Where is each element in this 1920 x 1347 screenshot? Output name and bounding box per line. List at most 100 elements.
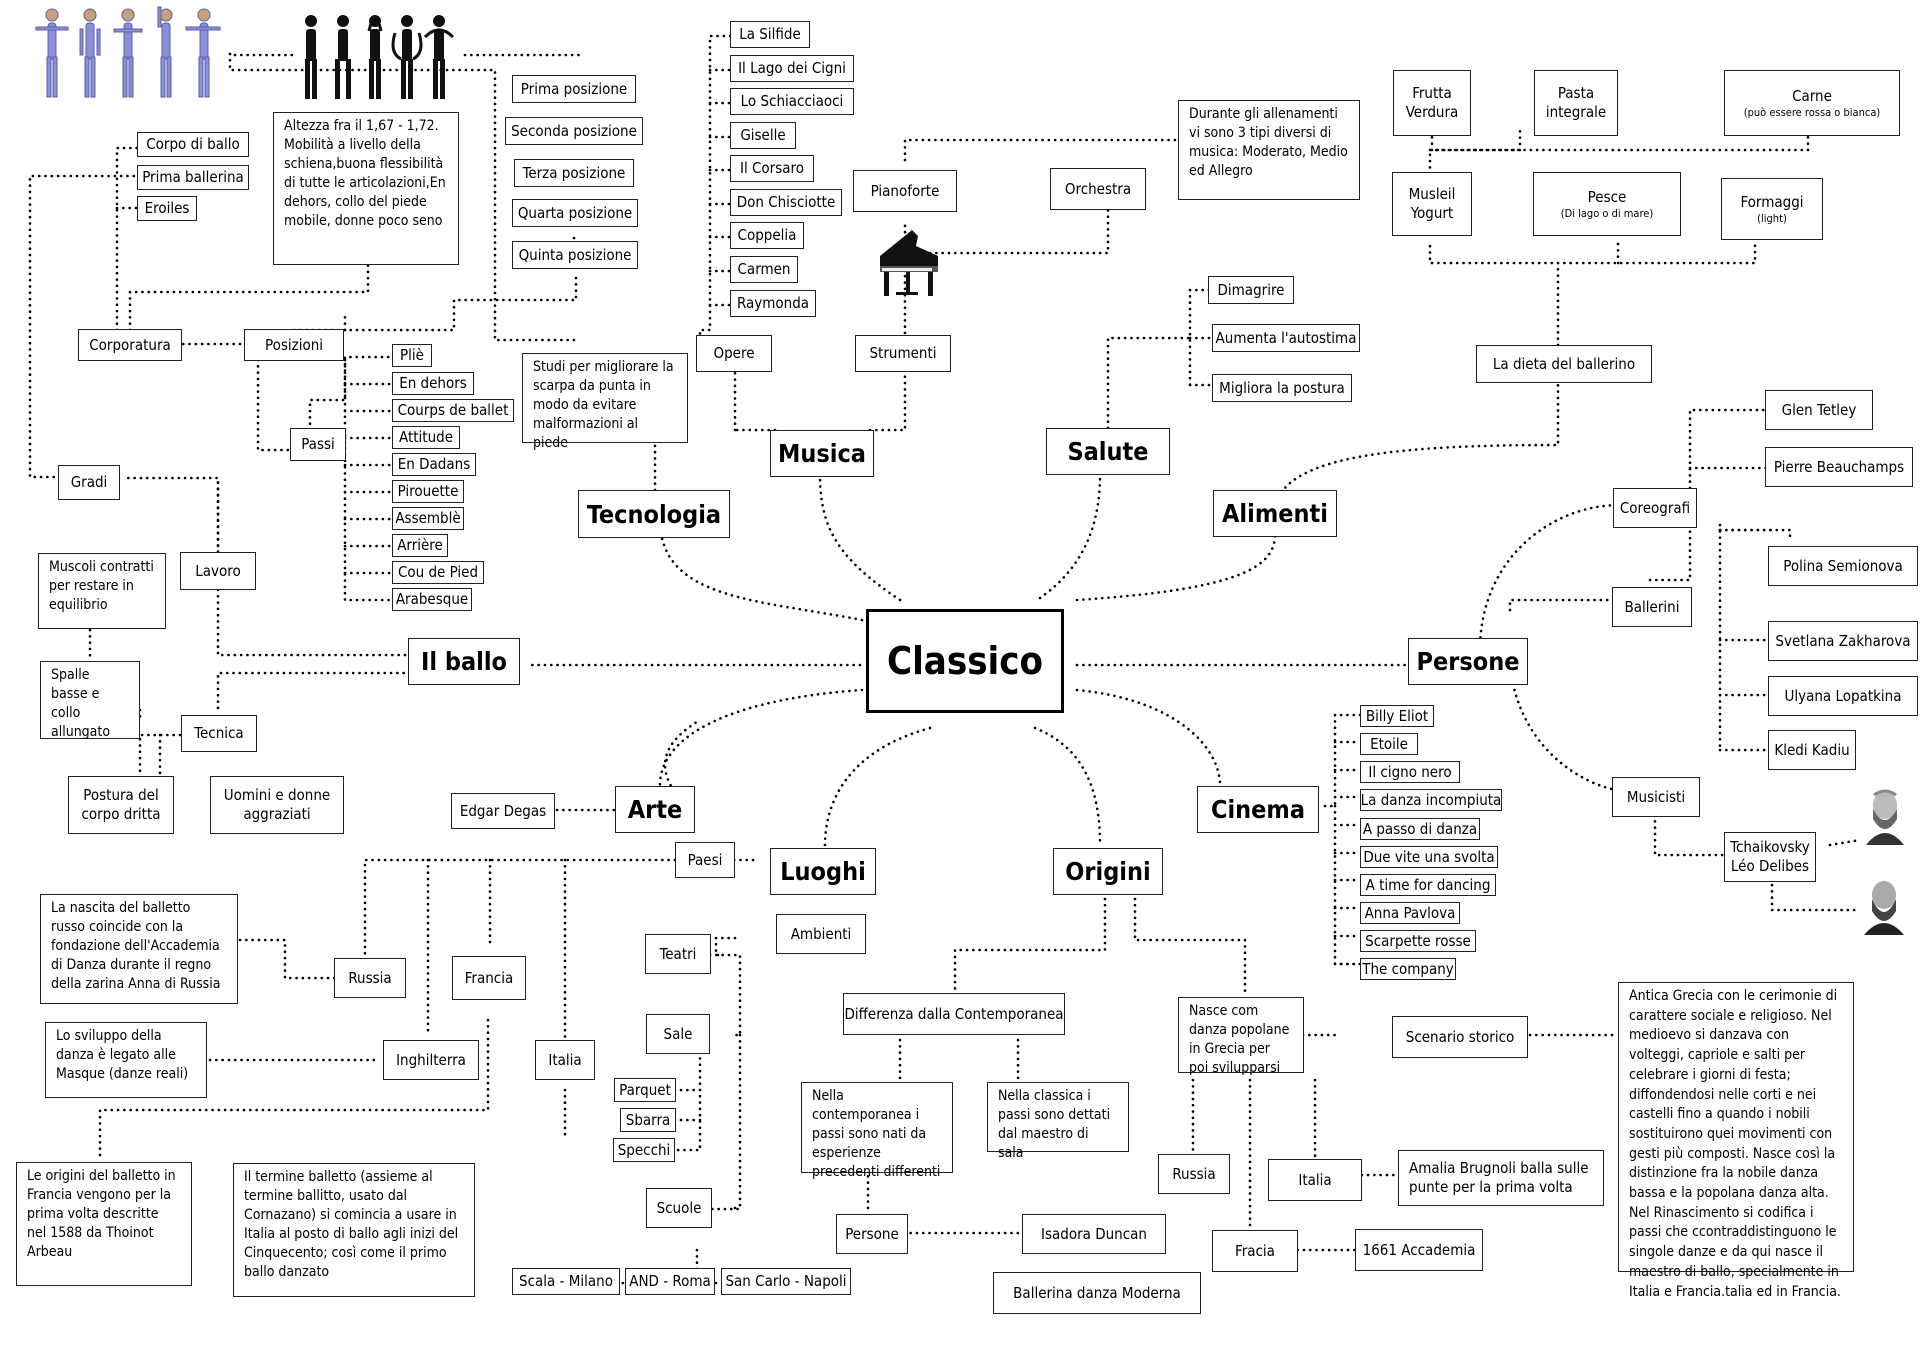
- isadora-duncan[interactable]: Isadora Duncan: [1022, 1214, 1166, 1254]
- passi-node[interactable]: Passi: [290, 428, 346, 461]
- film-il-cigno-nero[interactable]: Il cigno nero: [1360, 761, 1460, 783]
- salute-autostima[interactable]: Aumenta l'autostima: [1212, 324, 1360, 352]
- passo-arabesque[interactable]: Arabesque: [392, 588, 472, 611]
- pianoforte-node[interactable]: Pianoforte: [853, 170, 957, 212]
- sala-specchi[interactable]: Specchi: [613, 1138, 675, 1162]
- passo-en-dehors[interactable]: En dehors: [392, 372, 474, 395]
- origini-italia[interactable]: Italia: [1268, 1159, 1362, 1201]
- hub-musica[interactable]: Musica: [770, 430, 874, 477]
- hub-salute[interactable]: Salute: [1046, 428, 1170, 475]
- posizione-quinta[interactable]: Quinta posizione: [512, 241, 638, 269]
- salute-dimagrire[interactable]: Dimagrire: [1208, 276, 1294, 304]
- tecnica-node[interactable]: Tecnica: [181, 715, 257, 752]
- gradi-node[interactable]: Gradi: [58, 465, 120, 500]
- posizioni-node[interactable]: Posizioni: [244, 329, 344, 361]
- alimento-carne[interactable]: Carne(può essere rossa o bianca): [1724, 70, 1900, 136]
- coreografo-glen-tetley[interactable]: Glen Tetley: [1765, 390, 1873, 430]
- alimento-pesce[interactable]: Pesce(Di lago o di mare): [1533, 172, 1681, 236]
- opera-coppelia[interactable]: Coppelia: [730, 222, 804, 249]
- hub-persone[interactable]: Persone: [1408, 638, 1528, 685]
- opera-il-corsaro[interactable]: Il Corsaro: [730, 155, 814, 182]
- sale-node[interactable]: Sale: [646, 1014, 710, 1054]
- opera-schiaccianoci[interactable]: Lo Schiacciaoci: [730, 88, 854, 115]
- film-etoile[interactable]: Etoile: [1360, 733, 1418, 755]
- opera-carmen[interactable]: Carmen: [730, 256, 798, 283]
- film-scarpette-rosse[interactable]: Scarpette rosse: [1360, 930, 1476, 952]
- orchestra-node[interactable]: Orchestra: [1050, 168, 1146, 210]
- ruolo-corpo-di-ballo[interactable]: Corpo di ballo: [137, 132, 249, 157]
- posizione-terza[interactable]: Terza posizione: [514, 159, 634, 187]
- passo-assemble[interactable]: Assemblè: [392, 507, 464, 530]
- corporatura-node[interactable]: Corporatura: [78, 329, 182, 361]
- film-due-vite-una-svolta[interactable]: Due vite una svolta: [1360, 846, 1498, 868]
- luoghi-inghilterra[interactable]: Inghilterra: [383, 1040, 479, 1080]
- opera-lago-dei-cigni[interactable]: Il Lago dei Cigni: [730, 55, 854, 82]
- posizione-seconda[interactable]: Seconda posizione: [505, 117, 643, 145]
- posizione-quarta[interactable]: Quarta posizione: [512, 199, 638, 227]
- hub-origini[interactable]: Origini: [1053, 848, 1163, 895]
- passo-en-dadans[interactable]: En Dadans: [392, 453, 476, 476]
- sala-sbarra[interactable]: Sbarra: [620, 1108, 676, 1132]
- origini-fracia[interactable]: Fracia: [1212, 1230, 1298, 1272]
- ballerino-svetlana-zakharova[interactable]: Svetlana Zakharova: [1768, 621, 1918, 661]
- film-a-time-for-dancing[interactable]: A time for dancing: [1360, 874, 1496, 896]
- passo-cou-de-pied[interactable]: Cou de Pied: [392, 561, 484, 584]
- dieta-ballerino-node[interactable]: La dieta del ballerino: [1476, 345, 1652, 383]
- scuola-and-roma[interactable]: AND - Roma: [625, 1268, 715, 1295]
- hub-luoghi[interactable]: Luoghi: [770, 848, 876, 895]
- lavoro-node[interactable]: Lavoro: [180, 552, 256, 590]
- opera-don-chisciotte[interactable]: Don Chisciotte: [730, 189, 842, 216]
- passo-pirouette[interactable]: Pirouette: [392, 480, 464, 503]
- scuola-san-carlo-napoli[interactable]: San Carlo - Napoli: [721, 1268, 851, 1295]
- ambienti-node[interactable]: Ambienti: [776, 914, 866, 954]
- paesi-node[interactable]: Paesi: [675, 842, 735, 878]
- teatri-node[interactable]: Teatri: [645, 934, 711, 974]
- passo-plie[interactable]: Pliè: [392, 344, 432, 367]
- passo-arriere[interactable]: Arrière: [392, 534, 448, 557]
- luoghi-francia[interactable]: Francia: [452, 956, 526, 1000]
- coreografi-node[interactable]: Coreografi: [1613, 488, 1697, 528]
- center-node[interactable]: Classico: [866, 609, 1064, 713]
- passo-attitude[interactable]: Attitude: [392, 426, 460, 449]
- origini-russia[interactable]: Russia: [1158, 1154, 1230, 1194]
- ruolo-eroiles[interactable]: Eroiles: [137, 196, 197, 221]
- ballerino-polina-semionova[interactable]: Polina Semionova: [1768, 546, 1918, 586]
- salute-postura[interactable]: Migliora la postura: [1212, 374, 1352, 402]
- passo-courps-de-ballet[interactable]: Courps de ballet: [392, 399, 514, 422]
- film-the-company[interactable]: The company: [1360, 958, 1456, 980]
- edgar-degas[interactable]: Edgar Degas: [451, 793, 555, 829]
- differenza-node[interactable]: Differenza dalla Contemporanea: [843, 993, 1065, 1035]
- hub-tecnologia[interactable]: Tecnologia: [578, 490, 730, 538]
- ballerina-moderna[interactable]: Ballerina danza Moderna: [993, 1272, 1201, 1314]
- accademia-1661[interactable]: 1661 Accademia: [1355, 1229, 1483, 1271]
- persone-origini-node[interactable]: Persone: [836, 1214, 908, 1254]
- coreografo-pierre-beauchamps[interactable]: Pierre Beauchamps: [1765, 447, 1913, 487]
- hub-arte[interactable]: Arte: [615, 786, 695, 833]
- hub-alimenti[interactable]: Alimenti: [1213, 490, 1337, 537]
- scenario-storico-node[interactable]: Scenario storico: [1392, 1016, 1528, 1058]
- ballerini-node[interactable]: Ballerini: [1612, 587, 1692, 627]
- musicisti-node[interactable]: Musicisti: [1612, 777, 1700, 817]
- opera-giselle[interactable]: Giselle: [730, 122, 796, 149]
- ballerino-kledi-kadiu[interactable]: Kledi Kadiu: [1768, 730, 1856, 770]
- strumenti-node[interactable]: Strumenti: [855, 335, 951, 372]
- ruolo-prima-ballerina[interactable]: Prima ballerina: [137, 165, 249, 190]
- opera-la-silfide[interactable]: La Silfide: [730, 21, 810, 48]
- film-anna-pavlova[interactable]: Anna Pavlova: [1360, 902, 1460, 924]
- opera-raymonda[interactable]: Raymonda: [730, 290, 816, 317]
- scuola-scala-milano[interactable]: Scala - Milano: [512, 1268, 620, 1295]
- film-la-danza-incompiuta[interactable]: La danza incompiuta: [1360, 789, 1502, 811]
- posizione-prima[interactable]: Prima posizione: [512, 75, 636, 103]
- hub-cinema[interactable]: Cinema: [1197, 786, 1319, 833]
- alimento-formaggi[interactable]: Formaggi(light): [1721, 178, 1823, 240]
- ballerino-ulyana-lopatkina[interactable]: Ulyana Lopatkina: [1768, 676, 1918, 716]
- luoghi-russia[interactable]: Russia: [334, 958, 406, 998]
- film-a-passo-di-danza[interactable]: A passo di danza: [1360, 818, 1480, 840]
- hub-il-ballo[interactable]: Il ballo: [408, 638, 520, 685]
- luoghi-italia[interactable]: Italia: [535, 1040, 595, 1080]
- film-billy-eliot[interactable]: Billy Eliot: [1360, 705, 1434, 727]
